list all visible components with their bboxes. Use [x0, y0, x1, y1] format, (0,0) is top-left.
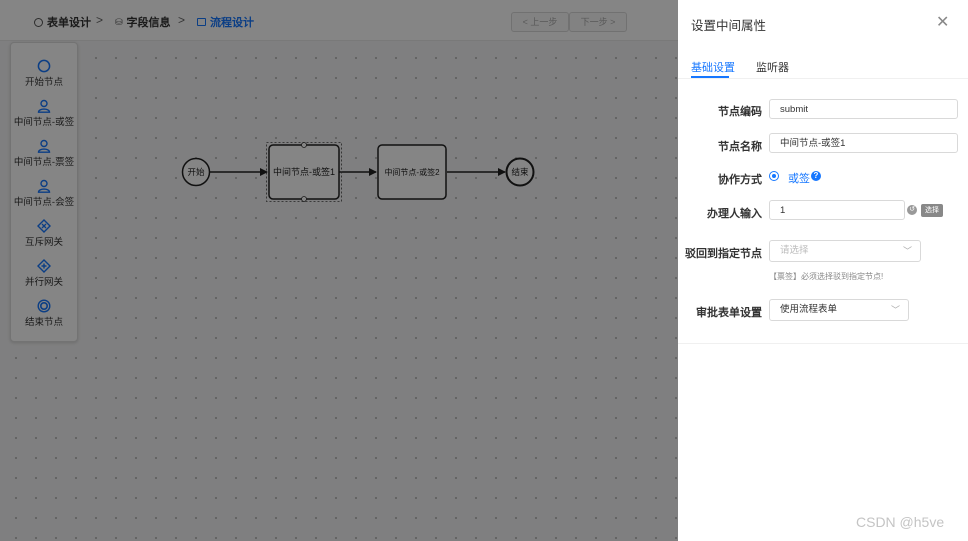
start-event-node[interactable]: 开始	[181, 157, 211, 187]
node-name-label: 节点名称	[718, 141, 762, 153]
task-node-or-sign-2[interactable]: 中间节点-或签2	[377, 144, 447, 200]
circle-step-icon	[34, 17, 43, 27]
resize-handle[interactable]	[301, 142, 307, 148]
resize-handle[interactable]	[301, 196, 307, 202]
palette-item-parallel-gateway[interactable]: 并行网关	[11, 259, 77, 288]
tab-basic-settings[interactable]: 基础设置	[691, 62, 735, 74]
properties-drawer: 设置中间属性 ✕ 基础设置 监听器 节点编码 submit 节点名称 中间节点-…	[678, 0, 968, 541]
palette-item-vote-sign[interactable]: 中间节点-票签	[11, 139, 77, 168]
drawer-title: 设置中间属性	[691, 19, 767, 33]
reject-hint-text: 【票签】必须选择驳到指定节点!	[769, 272, 884, 281]
chevron-down-icon: ﹀	[890, 305, 900, 315]
assignee-label: 办理人输入	[707, 208, 762, 220]
user-icon	[37, 99, 51, 113]
node-code-label: 节点编码	[718, 106, 762, 118]
database-icon: ⛁	[115, 16, 123, 27]
flow-diagram: 开始 中间节点-或签1 中间节点-或签2 结束	[181, 142, 535, 202]
end-event-label: 结束	[511, 167, 529, 177]
double-circle-icon	[37, 299, 51, 313]
gateway-plus-icon	[37, 259, 51, 273]
gateway-x-icon	[37, 219, 51, 233]
user-icon	[37, 179, 51, 193]
question-icon[interactable]: ?	[811, 171, 821, 181]
designer-canvas[interactable]: 表单设计 > ⛁ 字段信息 > 流程设计 < 上一步 下一步 > 开始节点 中间…	[0, 0, 678, 541]
clear-icon[interactable]: ↺	[907, 205, 917, 215]
reject-to-node-placeholder: 请选择	[780, 245, 809, 256]
task-node-label: 中间节点-或签2	[384, 167, 440, 177]
tab-listeners[interactable]: 监听器	[756, 62, 789, 74]
window-icon	[197, 18, 206, 26]
chevron-down-icon: ﹀	[902, 246, 912, 256]
next-step-button[interactable]: 下一步 >	[569, 12, 627, 32]
palette-item-start[interactable]: 开始节点	[11, 59, 77, 88]
tab-divider	[678, 78, 968, 79]
task-node-or-sign-1[interactable]: 中间节点-或签1	[266, 142, 342, 202]
approval-form-select[interactable]: 使用流程表单 ﹀	[769, 299, 909, 321]
drawer-divider	[678, 343, 968, 344]
node-code-input[interactable]: submit	[769, 99, 958, 119]
palette-item-end[interactable]: 结束节点	[11, 299, 77, 328]
top-toolbar: 表单设计 > ⛁ 字段信息 > 流程设计 < 上一步 下一步 >	[0, 0, 678, 41]
end-event-node[interactable]: 结束	[505, 157, 535, 187]
reject-to-node-select[interactable]: 请选择 ﹀	[769, 240, 921, 262]
node-palette: 开始节点 中间节点-或签 中间节点-票签 中间节点-会签 互斥网关 并行网关 结…	[10, 42, 78, 342]
breadcrumb-separator: >	[178, 13, 186, 27]
step-form-design[interactable]: 表单设计	[34, 14, 91, 30]
watermark: CSDN @h5ve	[856, 514, 945, 530]
user-icon	[37, 139, 51, 153]
step-field-info[interactable]: ⛁ 字段信息	[115, 16, 171, 30]
approval-form-value: 使用流程表单	[780, 304, 838, 315]
node-name-input[interactable]: 中间节点-或签1	[769, 133, 958, 153]
cooperation-label: 协作方式	[718, 174, 762, 186]
task-node-label: 中间节点-或签1	[273, 166, 335, 177]
palette-item-exclusive-gateway[interactable]: 互斥网关	[11, 219, 77, 248]
prev-step-button[interactable]: < 上一步	[511, 12, 569, 32]
approval-form-label: 审批表单设置	[696, 307, 762, 319]
close-icon[interactable]: ✕	[936, 14, 950, 31]
palette-item-or-sign[interactable]: 中间节点-或签	[11, 99, 77, 128]
circle-icon	[37, 59, 51, 73]
step-flow-design[interactable]: 流程设计	[197, 14, 254, 30]
reject-to-node-label: 驳回到指定节点	[685, 248, 762, 260]
assignee-input[interactable]: 1	[769, 200, 905, 220]
drawer-mask[interactable]	[0, 0, 678, 541]
start-event-label: 开始	[187, 167, 205, 177]
breadcrumb-separator: >	[96, 13, 104, 27]
choose-assignee-button[interactable]: 选择	[921, 204, 943, 217]
cooperation-radio-label[interactable]: 或签	[788, 173, 810, 185]
tab-active-indicator	[691, 76, 729, 78]
palette-item-counter-sign[interactable]: 中间节点-会签	[11, 179, 77, 208]
cooperation-radio[interactable]	[769, 171, 779, 181]
